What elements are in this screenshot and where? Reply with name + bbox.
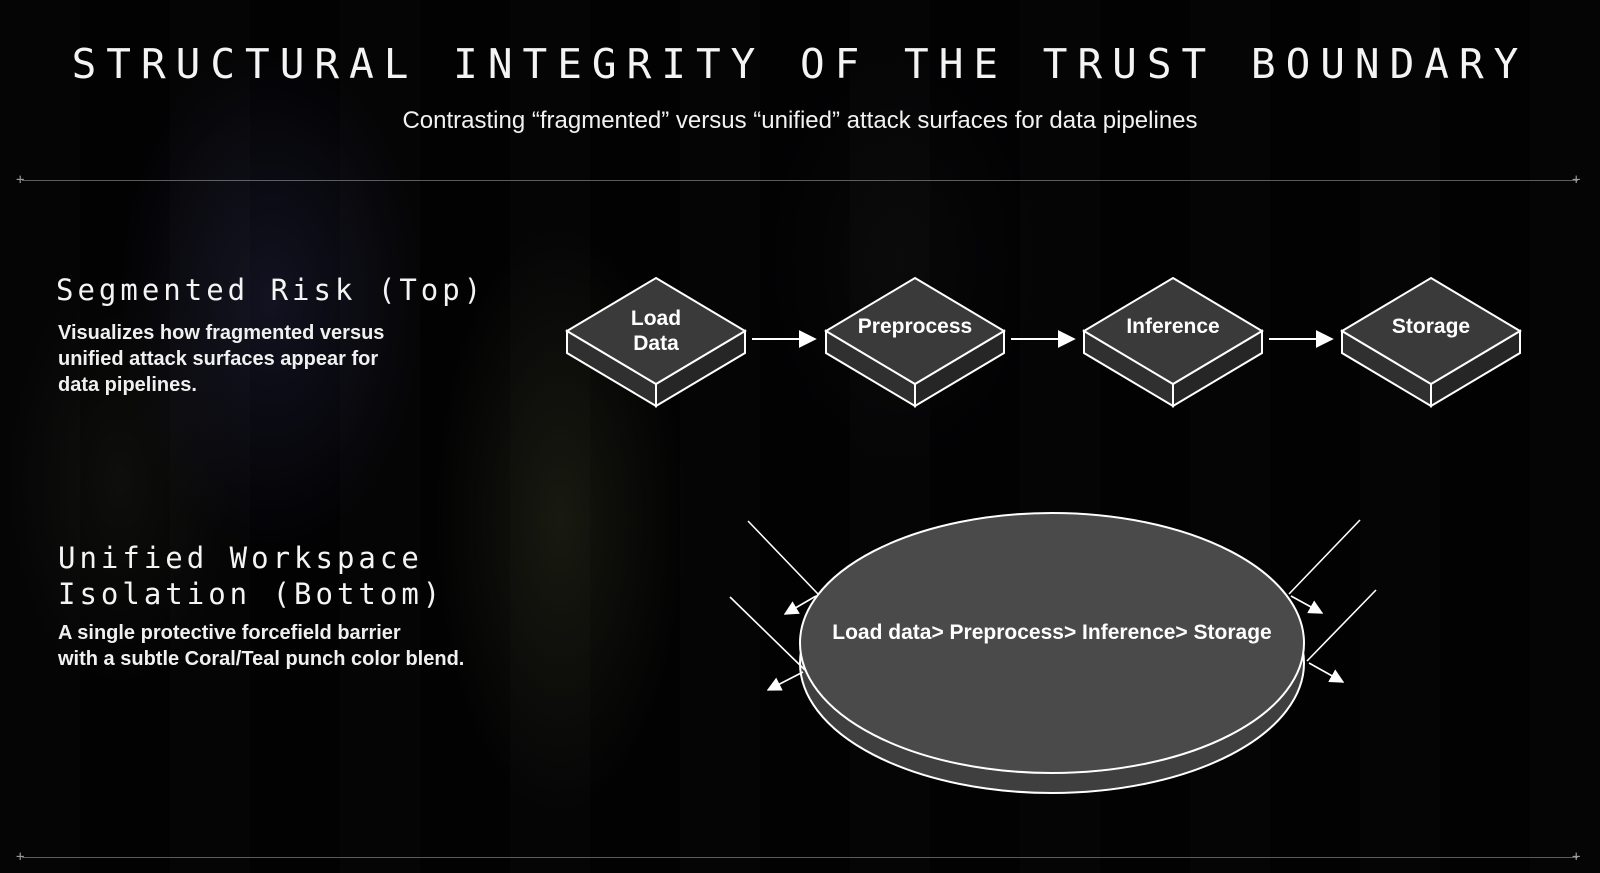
description-line: with a subtle Coral/Teal punch color ble… <box>58 648 465 670</box>
stage-label: Storage <box>1392 315 1470 338</box>
stage-label: Preprocess <box>858 315 972 338</box>
divider-bottom <box>22 857 1578 858</box>
heading-line: Isolation (Bottom) <box>58 577 445 611</box>
unified-barrier: Load data> Preprocess> Inference> Storag… <box>799 512 1305 794</box>
threat-ray <box>729 596 806 671</box>
deflect-arrow <box>783 595 817 615</box>
threat-deflection-arrows <box>729 519 1377 691</box>
barrier-label: Load data> Preprocess> Inference> Storag… <box>832 621 1271 644</box>
heading-line: Unified Workspace <box>58 541 423 575</box>
crosshair-mark: + <box>16 849 25 865</box>
deflect-arrow <box>1308 662 1345 683</box>
description-line: A single protective forcefield barrier <box>58 622 401 644</box>
stage-label: Inference <box>1126 315 1219 338</box>
description-line: unified attack surfaces appear for <box>58 348 379 370</box>
stage-node-storage: Storage <box>1340 276 1522 408</box>
description-line: data pipelines. <box>58 374 197 396</box>
page-subtitle: Contrasting “fragmented” versus “unified… <box>402 107 1198 134</box>
stage-label: Data <box>633 332 679 355</box>
segmented-heading: Segmented Risk (Top) <box>56 273 486 307</box>
crosshair-mark: + <box>16 172 25 188</box>
threat-ray <box>1306 589 1377 662</box>
stage-label: Load <box>631 307 681 330</box>
page-title: STRUCTURAL INTEGRITY OF THE TRUST BOUNDA… <box>71 40 1529 88</box>
unified-heading: Unified Workspace Isolation (Bottom) <box>58 540 444 612</box>
deflect-arrow <box>766 671 804 691</box>
stage-node-load-data: Load Data <box>565 276 747 408</box>
unified-description: A single protective forcefield barrier w… <box>58 620 464 672</box>
stage-node-inference: Inference <box>1082 276 1264 408</box>
crosshair-mark: + <box>1572 172 1581 188</box>
segmented-description: Visualizes how fragmented versus unified… <box>58 320 384 398</box>
barrier-top <box>799 512 1305 774</box>
threat-ray <box>1288 519 1361 595</box>
threat-ray <box>747 520 819 595</box>
stage-node-preprocess: Preprocess <box>824 276 1006 408</box>
crosshair-mark: + <box>1572 849 1581 865</box>
description-line: Visualizes how fragmented versus <box>58 322 385 344</box>
divider-top <box>22 180 1578 181</box>
deflect-arrow <box>1290 595 1324 614</box>
